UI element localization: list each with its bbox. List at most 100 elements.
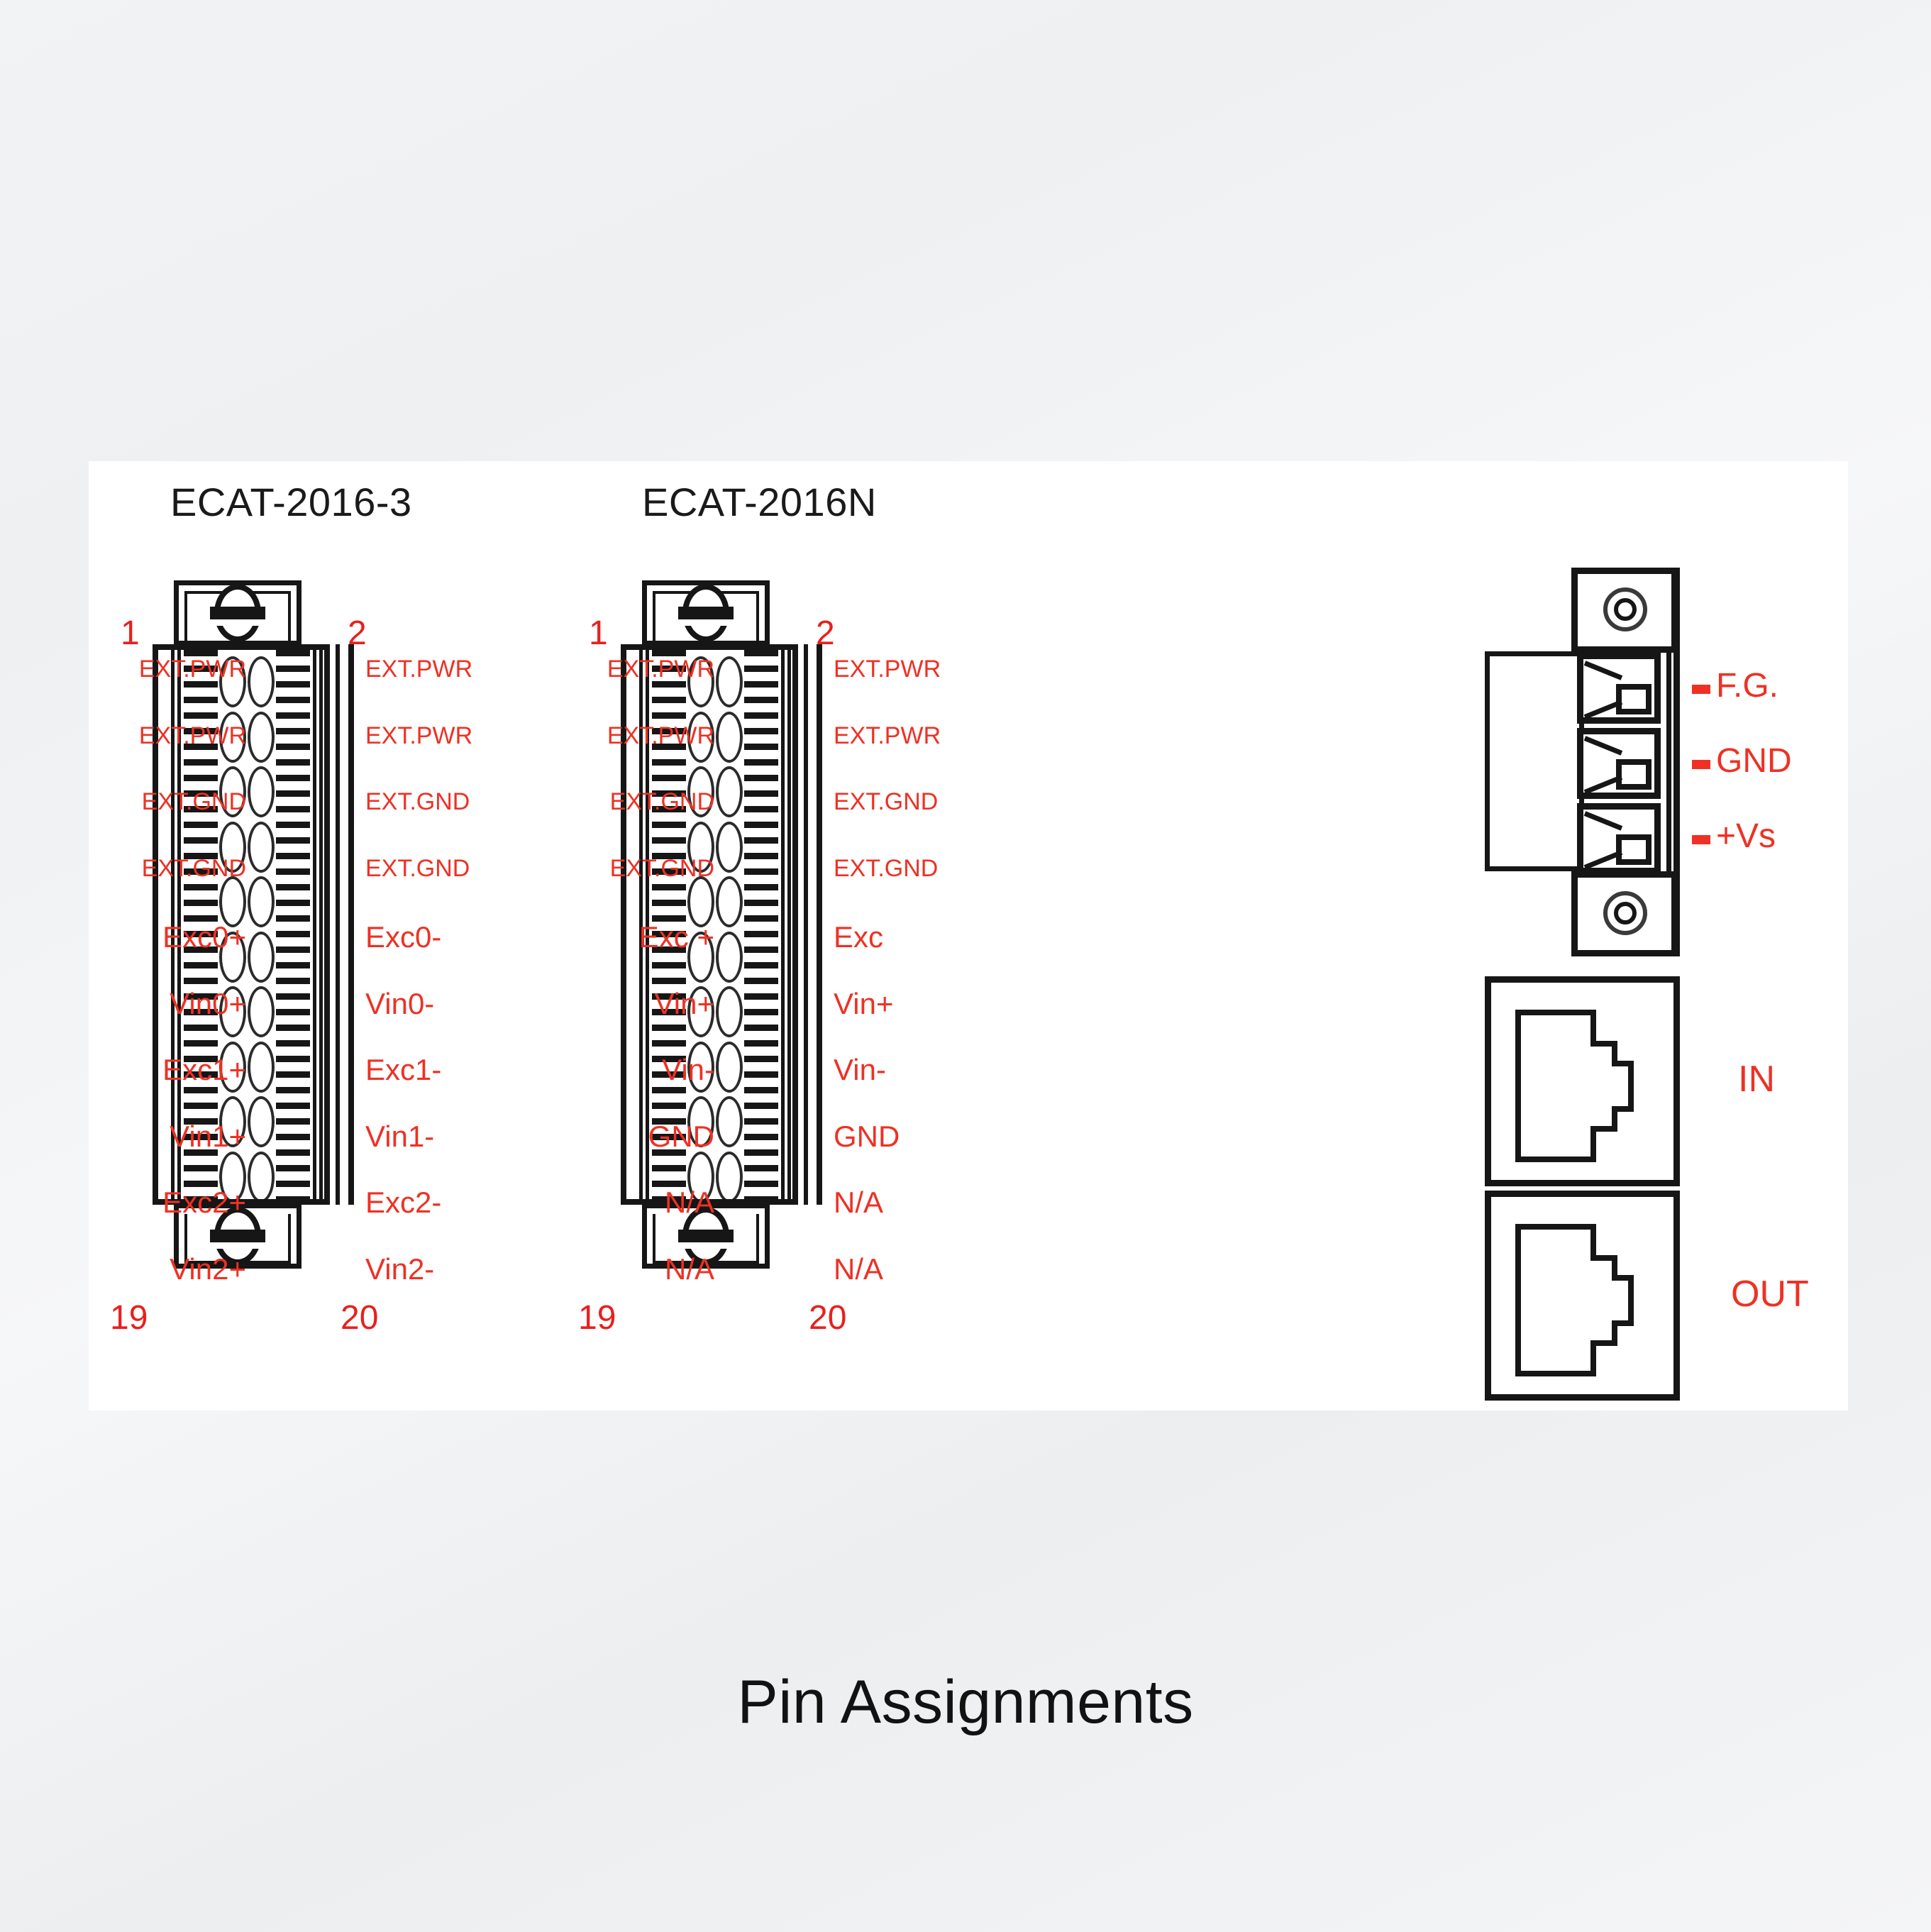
power-terminal-socket-fg bbox=[1577, 653, 1661, 724]
rj45-jack-icon bbox=[1515, 1010, 1634, 1162]
pin-number-top-left-2: 1 bbox=[589, 614, 608, 652]
pin-label-right-2-8: GND bbox=[834, 1119, 900, 1153]
pin-label-right-2-4: EXT.GND bbox=[834, 854, 939, 882]
terminal-screw-hole bbox=[219, 821, 246, 873]
power-terminal-socket-vs bbox=[1577, 803, 1661, 874]
terminal-body-2 bbox=[621, 644, 798, 1205]
terminal-screw-hole bbox=[248, 821, 275, 873]
terminal-screw-hole bbox=[248, 766, 275, 817]
page-caption: Pin Assignments bbox=[737, 1668, 1194, 1736]
terminal-screw-hole bbox=[219, 1151, 246, 1199]
terminal-screw-hole bbox=[716, 821, 743, 873]
pin-label-left-1-2: EXT.PWR bbox=[138, 722, 246, 749]
ethernet-port-in bbox=[1485, 976, 1680, 1186]
pin-label-left-1-6: Vin0+ bbox=[170, 986, 246, 1020]
terminal-screw-hole bbox=[248, 931, 275, 983]
terminal-screw-hole bbox=[716, 656, 743, 707]
pin-label-right-1-9: Exc2- bbox=[365, 1186, 442, 1219]
top-screw-housing-1 bbox=[174, 580, 301, 646]
pin-label-right-2-6: Vin+ bbox=[834, 986, 894, 1020]
power-terminal-socket-gnd bbox=[1577, 728, 1661, 799]
pin-label-left-1-9: Exc2+ bbox=[162, 1186, 246, 1219]
terminal-screw-hole bbox=[219, 1041, 246, 1093]
pin-number-top-left-1: 1 bbox=[121, 614, 140, 652]
pin-label-left-1-3: EXT.GND bbox=[141, 788, 246, 815]
terminal-screw-hole bbox=[219, 766, 246, 817]
side-connector-panel: F.G. GND +Vs IN OUT bbox=[1380, 461, 1848, 1405]
power-terminal-label-vs: +Vs bbox=[1716, 817, 1776, 855]
terminal-screw-hole bbox=[687, 931, 714, 983]
terminal-screw-hole bbox=[248, 986, 275, 1037]
terminal-screw-hole bbox=[219, 1096, 246, 1147]
leader-dash-fg bbox=[1692, 685, 1710, 694]
pin-label-left-2-5: Exc + bbox=[638, 920, 714, 954]
diagram-panel: ECAT-2016-3 1 2 19 20 bbox=[89, 461, 1848, 1411]
pin-label-left-2-2: EXT.PWR bbox=[607, 722, 714, 749]
pin-label-left-2-10: N/A bbox=[664, 1252, 714, 1286]
pin-label-right-1-3: EXT.GND bbox=[365, 788, 470, 815]
pin-label-right-1-1: EXT.PWR bbox=[365, 656, 473, 683]
terminal-screw-hole bbox=[687, 711, 714, 763]
mounting-hole-top-icon bbox=[1603, 587, 1647, 631]
terminal-screw-hole bbox=[687, 1151, 714, 1199]
rj45-jack-icon bbox=[1515, 1224, 1634, 1376]
terminal-screw-hole bbox=[248, 1041, 275, 1093]
power-terminal-label-fg: F.G. bbox=[1716, 667, 1779, 705]
screw-head-icon bbox=[210, 1207, 265, 1265]
terminal-screw-hole bbox=[716, 711, 743, 763]
terminal-block-graphic-2 bbox=[557, 461, 890, 1405]
terminal-screw-hole bbox=[248, 711, 275, 763]
terminal-block-graphic-1 bbox=[89, 461, 422, 1405]
screw-column-left-2 bbox=[687, 650, 714, 1199]
pin-number-bottom-right-2: 20 bbox=[809, 1299, 847, 1337]
pin-label-right-2-3: EXT.GND bbox=[834, 788, 939, 815]
pin-label-right-1-4: EXT.GND bbox=[365, 854, 470, 882]
terminal-screw-hole bbox=[687, 986, 714, 1037]
terminal-screw-hole bbox=[687, 821, 714, 873]
terminal-screw-hole bbox=[687, 876, 714, 927]
terminal-screw-hole bbox=[219, 711, 246, 763]
pin-label-right-1-10: Vin2- bbox=[365, 1252, 435, 1286]
pin-label-right-1-7: Exc1- bbox=[365, 1053, 442, 1086]
screw-column-left-1 bbox=[219, 650, 246, 1199]
pin-label-left-1-10: Vin2+ bbox=[170, 1252, 246, 1286]
screw-column-right-1 bbox=[248, 650, 275, 1199]
pin-label-right-2-1: EXT.PWR bbox=[834, 656, 941, 683]
pin-number-bottom-right-1: 20 bbox=[341, 1299, 379, 1337]
terminal-screw-hole bbox=[219, 931, 246, 983]
bottom-screw-housing-1 bbox=[174, 1203, 301, 1269]
ethernet-port-label-out: OUT bbox=[1731, 1274, 1809, 1315]
terminal-screw-hole bbox=[248, 876, 275, 927]
screw-column-right-2 bbox=[716, 650, 743, 1199]
terminal-screw-hole bbox=[716, 876, 743, 927]
terminal-screw-hole bbox=[687, 656, 714, 707]
terminal-screw-hole bbox=[219, 986, 246, 1037]
terminal-screw-hole bbox=[716, 766, 743, 817]
terminal-screw-hole bbox=[687, 1096, 714, 1147]
pin-label-right-2-10: N/A bbox=[834, 1252, 884, 1286]
bottom-screw-housing-2 bbox=[642, 1203, 770, 1269]
terminal-screw-hole bbox=[219, 876, 246, 927]
pin-label-left-1-8: Vin1+ bbox=[170, 1119, 246, 1153]
terminal-screw-hole bbox=[687, 1041, 714, 1093]
screw-head-icon bbox=[678, 1207, 734, 1265]
pin-label-left-1-7: Exc1+ bbox=[162, 1053, 246, 1086]
terminal-screw-hole bbox=[219, 656, 246, 707]
mounting-hole-bottom-icon bbox=[1603, 891, 1647, 935]
terminal-screw-hole bbox=[716, 1096, 743, 1147]
pin-number-bottom-left-2: 19 bbox=[578, 1299, 616, 1337]
terminal-screw-hole bbox=[716, 986, 743, 1037]
power-terminal-label-gnd: GND bbox=[1716, 742, 1792, 780]
power-connector-body bbox=[1485, 651, 1584, 871]
terminal-screw-hole bbox=[716, 1151, 743, 1199]
terminal-screw-hole bbox=[248, 1151, 275, 1199]
pin-number-bottom-left-1: 19 bbox=[110, 1299, 148, 1337]
module-title-2: ECAT-2016N bbox=[642, 480, 877, 524]
pin-label-left-2-8: GND bbox=[648, 1119, 714, 1153]
pin-label-right-1-5: Exc0- bbox=[365, 920, 442, 954]
pin-label-left-2-9: N/A bbox=[664, 1186, 714, 1219]
screw-head-icon bbox=[210, 584, 265, 642]
terminal-screw-hole bbox=[687, 766, 714, 817]
leader-dash-vs bbox=[1692, 835, 1710, 844]
ethernet-port-out bbox=[1485, 1191, 1680, 1401]
